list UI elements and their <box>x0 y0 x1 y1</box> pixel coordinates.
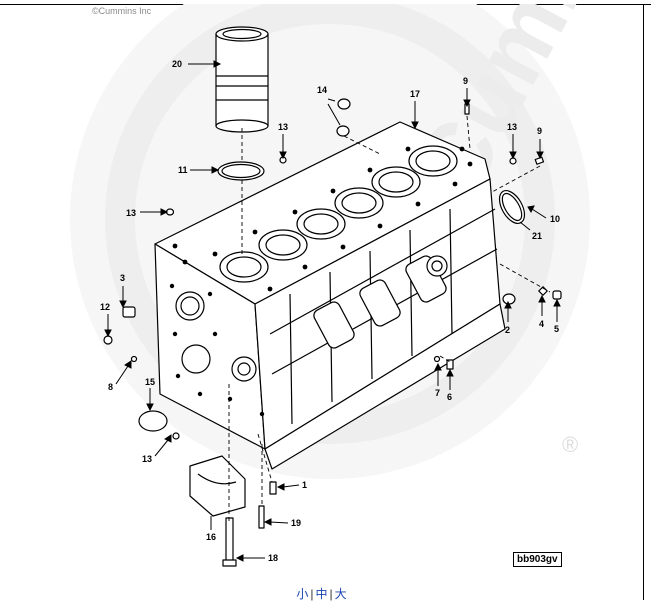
callout-8: 8 <box>108 382 113 392</box>
cylinder-block <box>154 121 506 470</box>
callout-3: 3 <box>120 273 125 283</box>
expansion-plug <box>138 410 168 432</box>
fitting <box>269 481 277 495</box>
diagram-code-label: bb903gv <box>513 552 562 567</box>
cylinder-liner <box>215 26 269 133</box>
main-bearing-cap <box>189 455 246 517</box>
callout-18: 18 <box>268 553 278 563</box>
callout-19: 19 <box>291 518 301 528</box>
callout-17: 17 <box>410 89 420 99</box>
separator: | <box>310 587 314 601</box>
liner-seal-ring <box>217 161 265 181</box>
plugs <box>103 98 562 440</box>
callout-16: 16 <box>206 532 216 542</box>
callout-4: 4 <box>539 319 544 329</box>
callout-13-top: 13 <box>278 122 288 132</box>
callout-20: 20 <box>172 59 182 69</box>
callout-21: 21 <box>532 231 542 241</box>
callout-11: 11 <box>178 165 188 175</box>
callout-9-right: 9 <box>537 126 542 136</box>
callout-7: 7 <box>435 388 440 398</box>
size-small-link[interactable]: 小 <box>296 587 309 601</box>
leader-lines <box>228 115 551 524</box>
size-large-link[interactable]: 大 <box>334 587 347 601</box>
callout-arrows <box>104 60 561 562</box>
callout-6: 6 <box>447 392 452 402</box>
callout-2: 2 <box>505 325 510 335</box>
callout-5: 5 <box>554 324 559 334</box>
image-size-links: 小|中|大 <box>0 585 643 602</box>
copyright-text: ©Cummins Inc <box>92 6 152 16</box>
cylinder-block-exploded-diagram: Cummins ® <box>70 4 643 567</box>
callout-13-right: 13 <box>507 122 517 132</box>
registered-mark: ® <box>562 432 578 457</box>
size-medium-link[interactable]: 中 <box>315 587 328 601</box>
callout-13-bottom: 13 <box>142 454 152 464</box>
callout-1: 1 <box>302 480 307 490</box>
callout-15: 15 <box>145 377 155 387</box>
callout-13-left: 13 <box>126 208 136 218</box>
callout-numbers: 20 11 13 14 17 9 13 9 10 21 13 3 12 8 15… <box>100 59 560 563</box>
callout-14: 14 <box>317 85 327 95</box>
main-bearing-bolt <box>222 517 237 567</box>
callout-9-top: 9 <box>463 76 468 86</box>
parts-diagram-page: ©Cummins Inc Cummins ® <box>0 4 644 602</box>
callout-10: 10 <box>550 214 560 224</box>
callout-12: 12 <box>100 302 110 312</box>
dowel-pin <box>258 505 265 529</box>
separator: | <box>329 587 333 601</box>
